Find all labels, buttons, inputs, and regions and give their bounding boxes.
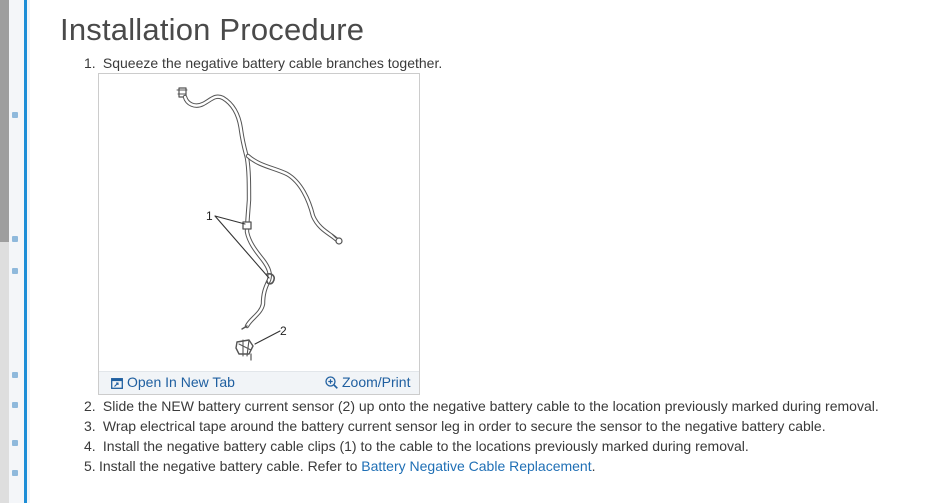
step-number: 5. xyxy=(84,458,96,474)
step-3: 3. Wrap electrical tape around the batte… xyxy=(84,418,826,434)
scrollbar-track[interactable] xyxy=(0,0,9,503)
rail-marker xyxy=(12,470,18,476)
cable-terminal-top xyxy=(176,87,188,98)
step-text: Slide the NEW battery current sensor (2)… xyxy=(102,398,879,414)
rail-accent-line xyxy=(24,0,27,503)
step-2: 2. Slide the NEW battery current sensor … xyxy=(84,398,879,414)
left-rail xyxy=(0,0,30,503)
step-number: 2. xyxy=(84,398,96,414)
step-number: 3. xyxy=(84,418,96,434)
rail-marker xyxy=(12,402,18,408)
scrollbar-thumb[interactable] xyxy=(0,0,9,242)
rail-marker xyxy=(12,372,18,378)
step-5: 5.Install the negative battery cable. Re… xyxy=(84,458,596,474)
figure-toolbar: Open In New Tab Zoom/Print xyxy=(99,371,419,394)
cable-clip xyxy=(266,273,275,285)
step-text: Squeeze the negative battery cable branc… xyxy=(102,55,443,71)
open-in-new-tab-button[interactable]: Open In New Tab xyxy=(111,374,235,390)
step-number: 4. xyxy=(84,438,96,454)
battery-negative-cable-replacement-link[interactable]: Battery Negative Cable Replacement xyxy=(361,458,592,474)
procedure-figure: 1 2 Open In New Tab Zoom/Print xyxy=(98,73,420,395)
rail-marker xyxy=(12,236,18,242)
open-in-new-tab-label: Open In New Tab xyxy=(127,374,235,390)
page-title: Installation Procedure xyxy=(60,12,365,47)
battery-cable-illustration: 1 2 xyxy=(176,87,343,361)
cable-clip xyxy=(242,221,252,230)
step-1: 1. Squeeze the negative battery cable br… xyxy=(84,55,442,71)
step-text: Install the negative battery cable clips… xyxy=(102,438,749,454)
open-in-new-tab-icon xyxy=(111,378,123,389)
rail-marker xyxy=(12,112,18,118)
zoom-print-button[interactable]: Zoom/Print xyxy=(325,374,410,390)
cable-terminal-branch xyxy=(331,233,343,245)
battery-current-sensor xyxy=(235,339,254,361)
clipped-previous-content xyxy=(95,0,515,3)
callout-2: 2 xyxy=(280,324,287,338)
step-4: 4. Install the negative battery cable cl… xyxy=(84,438,749,454)
rail-marker xyxy=(12,268,18,274)
zoom-print-label: Zoom/Print xyxy=(342,374,411,390)
step-text-end: . xyxy=(591,458,596,474)
step-text: Install the negative battery cable. Refe… xyxy=(99,458,362,474)
rail-marker xyxy=(12,440,18,446)
step-text: Wrap electrical tape around the battery … xyxy=(102,418,826,434)
callout-1: 1 xyxy=(206,209,213,223)
step-number: 1. xyxy=(84,55,96,71)
zoom-in-icon xyxy=(325,376,338,389)
